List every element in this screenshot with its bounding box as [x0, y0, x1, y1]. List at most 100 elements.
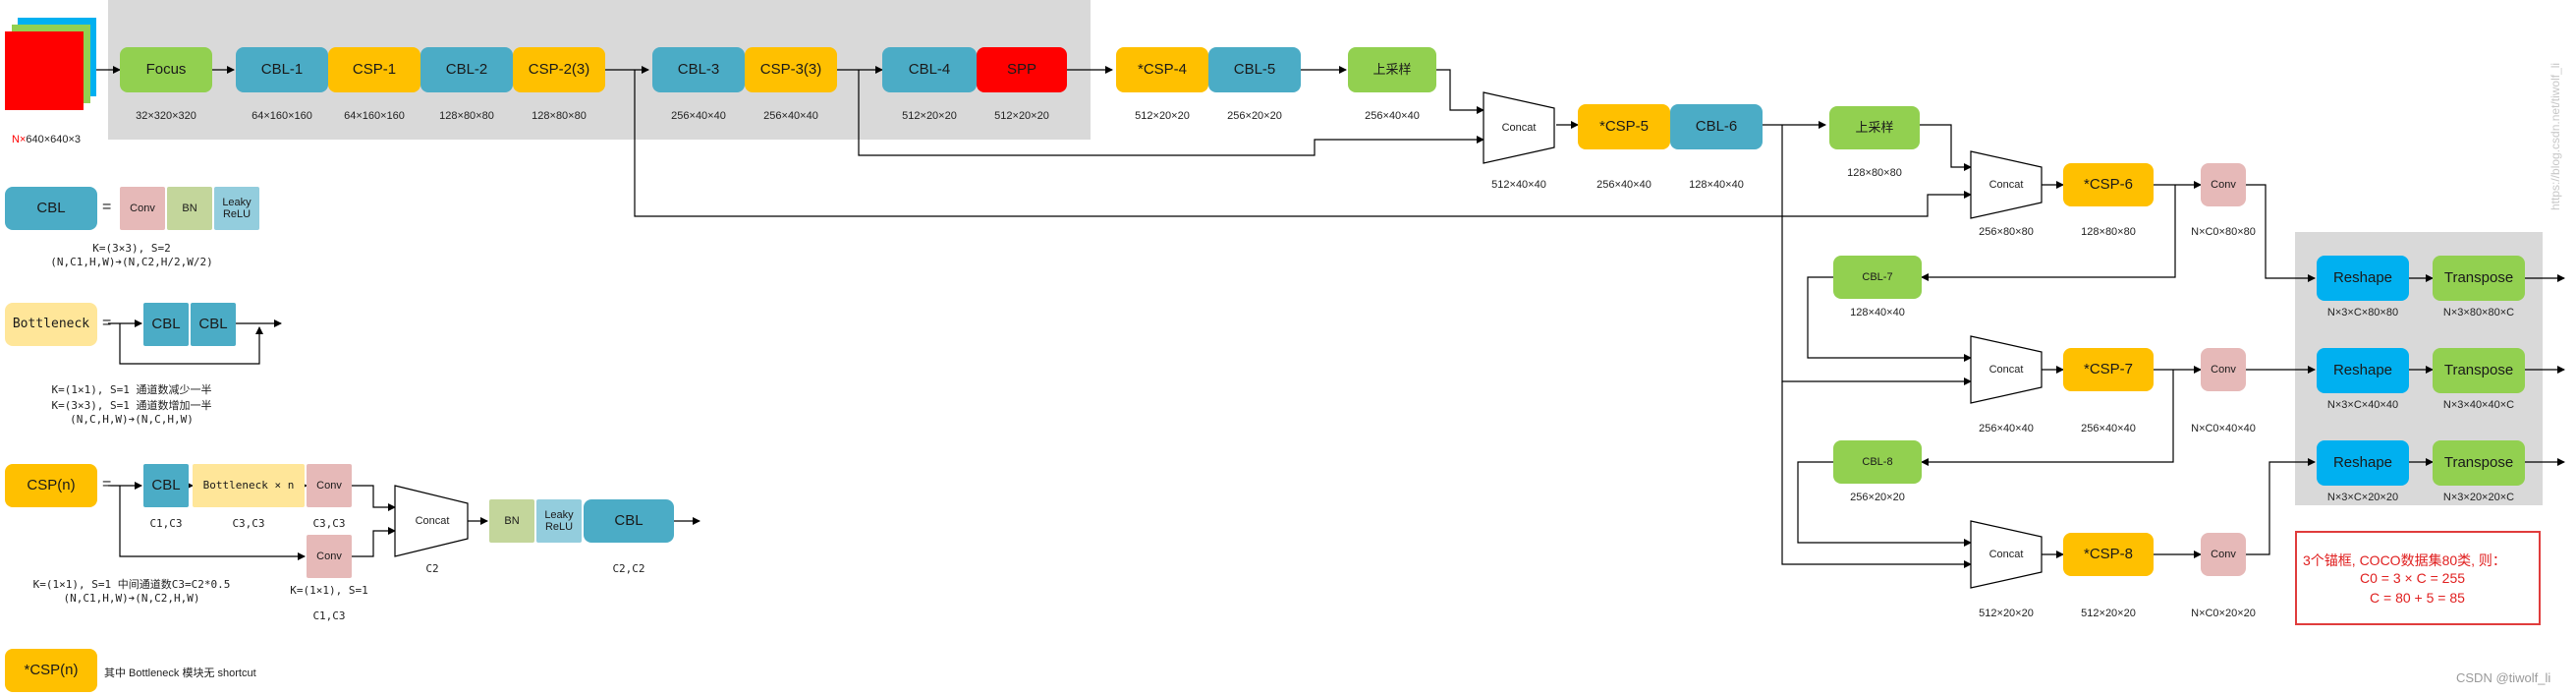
node-concat-3[interactable]: Concat — [1988, 364, 2024, 376]
node-reshape-2[interactable]: Reshape — [2317, 348, 2409, 393]
dim-csp-1: 64×160×160 — [344, 110, 405, 122]
legend-bottleneck-note-2: K=(3×3), S=1 通道数增加一半 — [51, 399, 212, 412]
dim-cbl-7: 128×40×40 — [1850, 307, 1905, 319]
legend-bottleneck-cbl-a: CBL — [143, 303, 189, 346]
legend-csp-cbl-out: CBL — [584, 499, 674, 543]
node-conv-2[interactable]: Conv — [2201, 348, 2246, 391]
dim-cbl-8: 256×20×20 — [1850, 492, 1905, 503]
node-cbl-4[interactable]: CBL-4 — [882, 47, 977, 92]
legend-csp-dim-cbl: C1,C3 — [149, 517, 183, 530]
node-cbl-7[interactable]: CBL-7 — [1833, 256, 1922, 299]
dim-cbl-5: 256×20×20 — [1227, 110, 1282, 122]
legend-cbl-note-2: (N,C1,H,W)➔(N,C2,H/2,W/2) — [50, 256, 213, 268]
dim-transpose-1: N×3×80×80×C — [2442, 307, 2515, 319]
legend-cbl-bn: BN — [167, 187, 212, 230]
node-spp[interactable]: SPP — [977, 47, 1067, 92]
node-cbl-2[interactable]: CBL-2 — [420, 47, 513, 92]
node-focus[interactable]: Focus — [120, 47, 212, 92]
node-cbl-5[interactable]: CBL-5 — [1208, 47, 1301, 92]
dim-cbl-1: 64×160×160 — [252, 110, 312, 122]
note-line-1: 3个锚框, COCO数据集80类, 则： — [2303, 552, 2506, 568]
dim-cbl-3: 256×40×40 — [671, 110, 726, 122]
node-csp-4[interactable]: *CSP-4 — [1116, 47, 1208, 92]
legend-csp-conv-b: Conv — [307, 535, 352, 578]
input-size-label: N×640×640×3 — [12, 134, 82, 145]
legend-cbl: CBL — [5, 187, 97, 230]
node-upsample-2[interactable]: 上采样 — [1829, 106, 1920, 149]
node-cbl-6[interactable]: CBL-6 — [1670, 104, 1763, 149]
legend-cbl-note-1: K=(3×3), S=2 — [92, 242, 171, 255]
node-cbl-1[interactable]: CBL-1 — [236, 47, 328, 92]
node-transpose-2[interactable]: Transpose — [2433, 348, 2525, 393]
dim-transpose-2: N×3×40×40×C — [2442, 399, 2515, 411]
anchor-note-box: 3个锚框, COCO数据集80类, 则： C0 = 3 × C = 255 C … — [2295, 531, 2541, 625]
dim-concat-4: 512×20×20 — [1979, 608, 2034, 619]
dim-spp: 512×20×20 — [994, 110, 1049, 122]
concat-shape-1 — [1483, 91, 1555, 164]
node-cbl-8[interactable]: CBL-8 — [1833, 440, 1922, 484]
concat-shape-2 — [1970, 150, 2043, 219]
node-cbl-3[interactable]: CBL-3 — [652, 47, 745, 92]
node-csp-1[interactable]: CSP-1 — [328, 47, 420, 92]
node-transpose-1[interactable]: Transpose — [2433, 256, 2525, 301]
node-conv-1[interactable]: Conv — [2201, 163, 2246, 206]
legend-csp-concat: Concat — [415, 515, 450, 527]
legend-csp-dim-conv-b-1: K=(1×1), S=1 — [290, 584, 368, 597]
node-concat-1[interactable]: Concat — [1501, 122, 1537, 134]
legend-bottleneck-note-3: (N,C,H,W)➔(N,C,H,W) — [70, 413, 194, 426]
node-reshape-3[interactable]: Reshape — [2317, 440, 2409, 486]
node-transpose-3[interactable]: Transpose — [2433, 440, 2525, 486]
legend-cbl-conv: Conv — [120, 187, 165, 230]
legend-bottleneck-note-1: K=(1×1), S=1 通道数减少一半 — [51, 383, 212, 396]
dim-concat-1: 512×40×40 — [1491, 179, 1546, 191]
dim-reshape-1: N×3×C×80×80 — [2326, 307, 2399, 319]
node-conv-3[interactable]: Conv — [2201, 533, 2246, 576]
dim-upsample-2: 128×80×80 — [1847, 167, 1902, 179]
node-csp-8[interactable]: *CSP-8 — [2063, 533, 2154, 576]
legend-csp-equals: = — [102, 476, 112, 493]
node-csp-3[interactable]: CSP-3(3) — [745, 47, 837, 92]
node-upsample-1[interactable]: 上采样 — [1348, 47, 1436, 92]
dim-reshape-3: N×3×C×20×20 — [2326, 492, 2399, 503]
dim-cbl-2: 128×80×80 — [439, 110, 494, 122]
node-csp-5[interactable]: *CSP-5 — [1578, 104, 1670, 149]
dim-transpose-3: N×3×20×20×C — [2442, 492, 2515, 503]
legend-csp-cbl: CBL — [143, 464, 189, 507]
dim-csp-5: 256×40×40 — [1596, 179, 1652, 191]
legend-cbl-equals: = — [102, 199, 112, 215]
legend-csp-star-desc: 其中 Bottleneck 模块无 shortcut — [104, 667, 256, 679]
dim-concat-2: 256×80×80 — [1979, 226, 2034, 238]
dim-upsample-1: 256×40×40 — [1365, 110, 1420, 122]
legend-csp-conv-a: Conv — [307, 464, 352, 507]
node-csp-7[interactable]: *CSP-7 — [2063, 348, 2154, 391]
dim-csp-7: 256×40×40 — [2081, 423, 2136, 435]
watermark-vertical: https://blog.csdn.net/tiwolf_li — [2548, 62, 2562, 210]
legend-csp-note-2: (N,C1,H,W)➔(N,C2,H,W) — [63, 592, 200, 605]
legend-bottleneck-cbl-b: CBL — [191, 303, 236, 346]
dim-csp-3: 256×40×40 — [763, 110, 818, 122]
watermark-corner: CSDN @tiwolf_li — [2456, 670, 2551, 685]
node-concat-4[interactable]: Concat — [1988, 549, 2024, 560]
note-line-2: C0 = 3 × C = 255 — [2360, 570, 2466, 586]
dim-conv-3: N×C0×20×20 — [2191, 608, 2256, 619]
legend-csp: CSP(n) — [5, 464, 97, 507]
legend-csp-bottleneck: Bottleneck × n — [193, 464, 305, 507]
legend-csp-dim-bneck: C3,C3 — [232, 517, 265, 530]
node-concat-2[interactable]: Concat — [1988, 179, 2024, 191]
legend-csp-note-1: K=(1×1), S=1 中间通道数C3=C2*0.5 — [32, 578, 231, 591]
node-csp-2[interactable]: CSP-2(3) — [513, 47, 605, 92]
node-reshape-1[interactable]: Reshape — [2317, 256, 2409, 301]
dim-cbl-6: 128×40×40 — [1689, 179, 1744, 191]
node-csp-6[interactable]: *CSP-6 — [2063, 163, 2154, 206]
dim-cbl-4: 512×20×20 — [902, 110, 957, 122]
note-line-3: C = 80 + 5 = 85 — [2370, 590, 2465, 606]
concat-shape-legend — [394, 485, 469, 557]
legend-csp-dim-out: C2,C2 — [612, 562, 645, 575]
dim-csp-6: 128×80×80 — [2081, 226, 2136, 238]
concat-shape-3 — [1970, 335, 2043, 404]
legend-csp-dim-conv-a: C3,C3 — [312, 517, 346, 530]
concat-shape-4 — [1970, 520, 2043, 589]
legend-csp-dim-concat: C2 — [425, 562, 439, 575]
